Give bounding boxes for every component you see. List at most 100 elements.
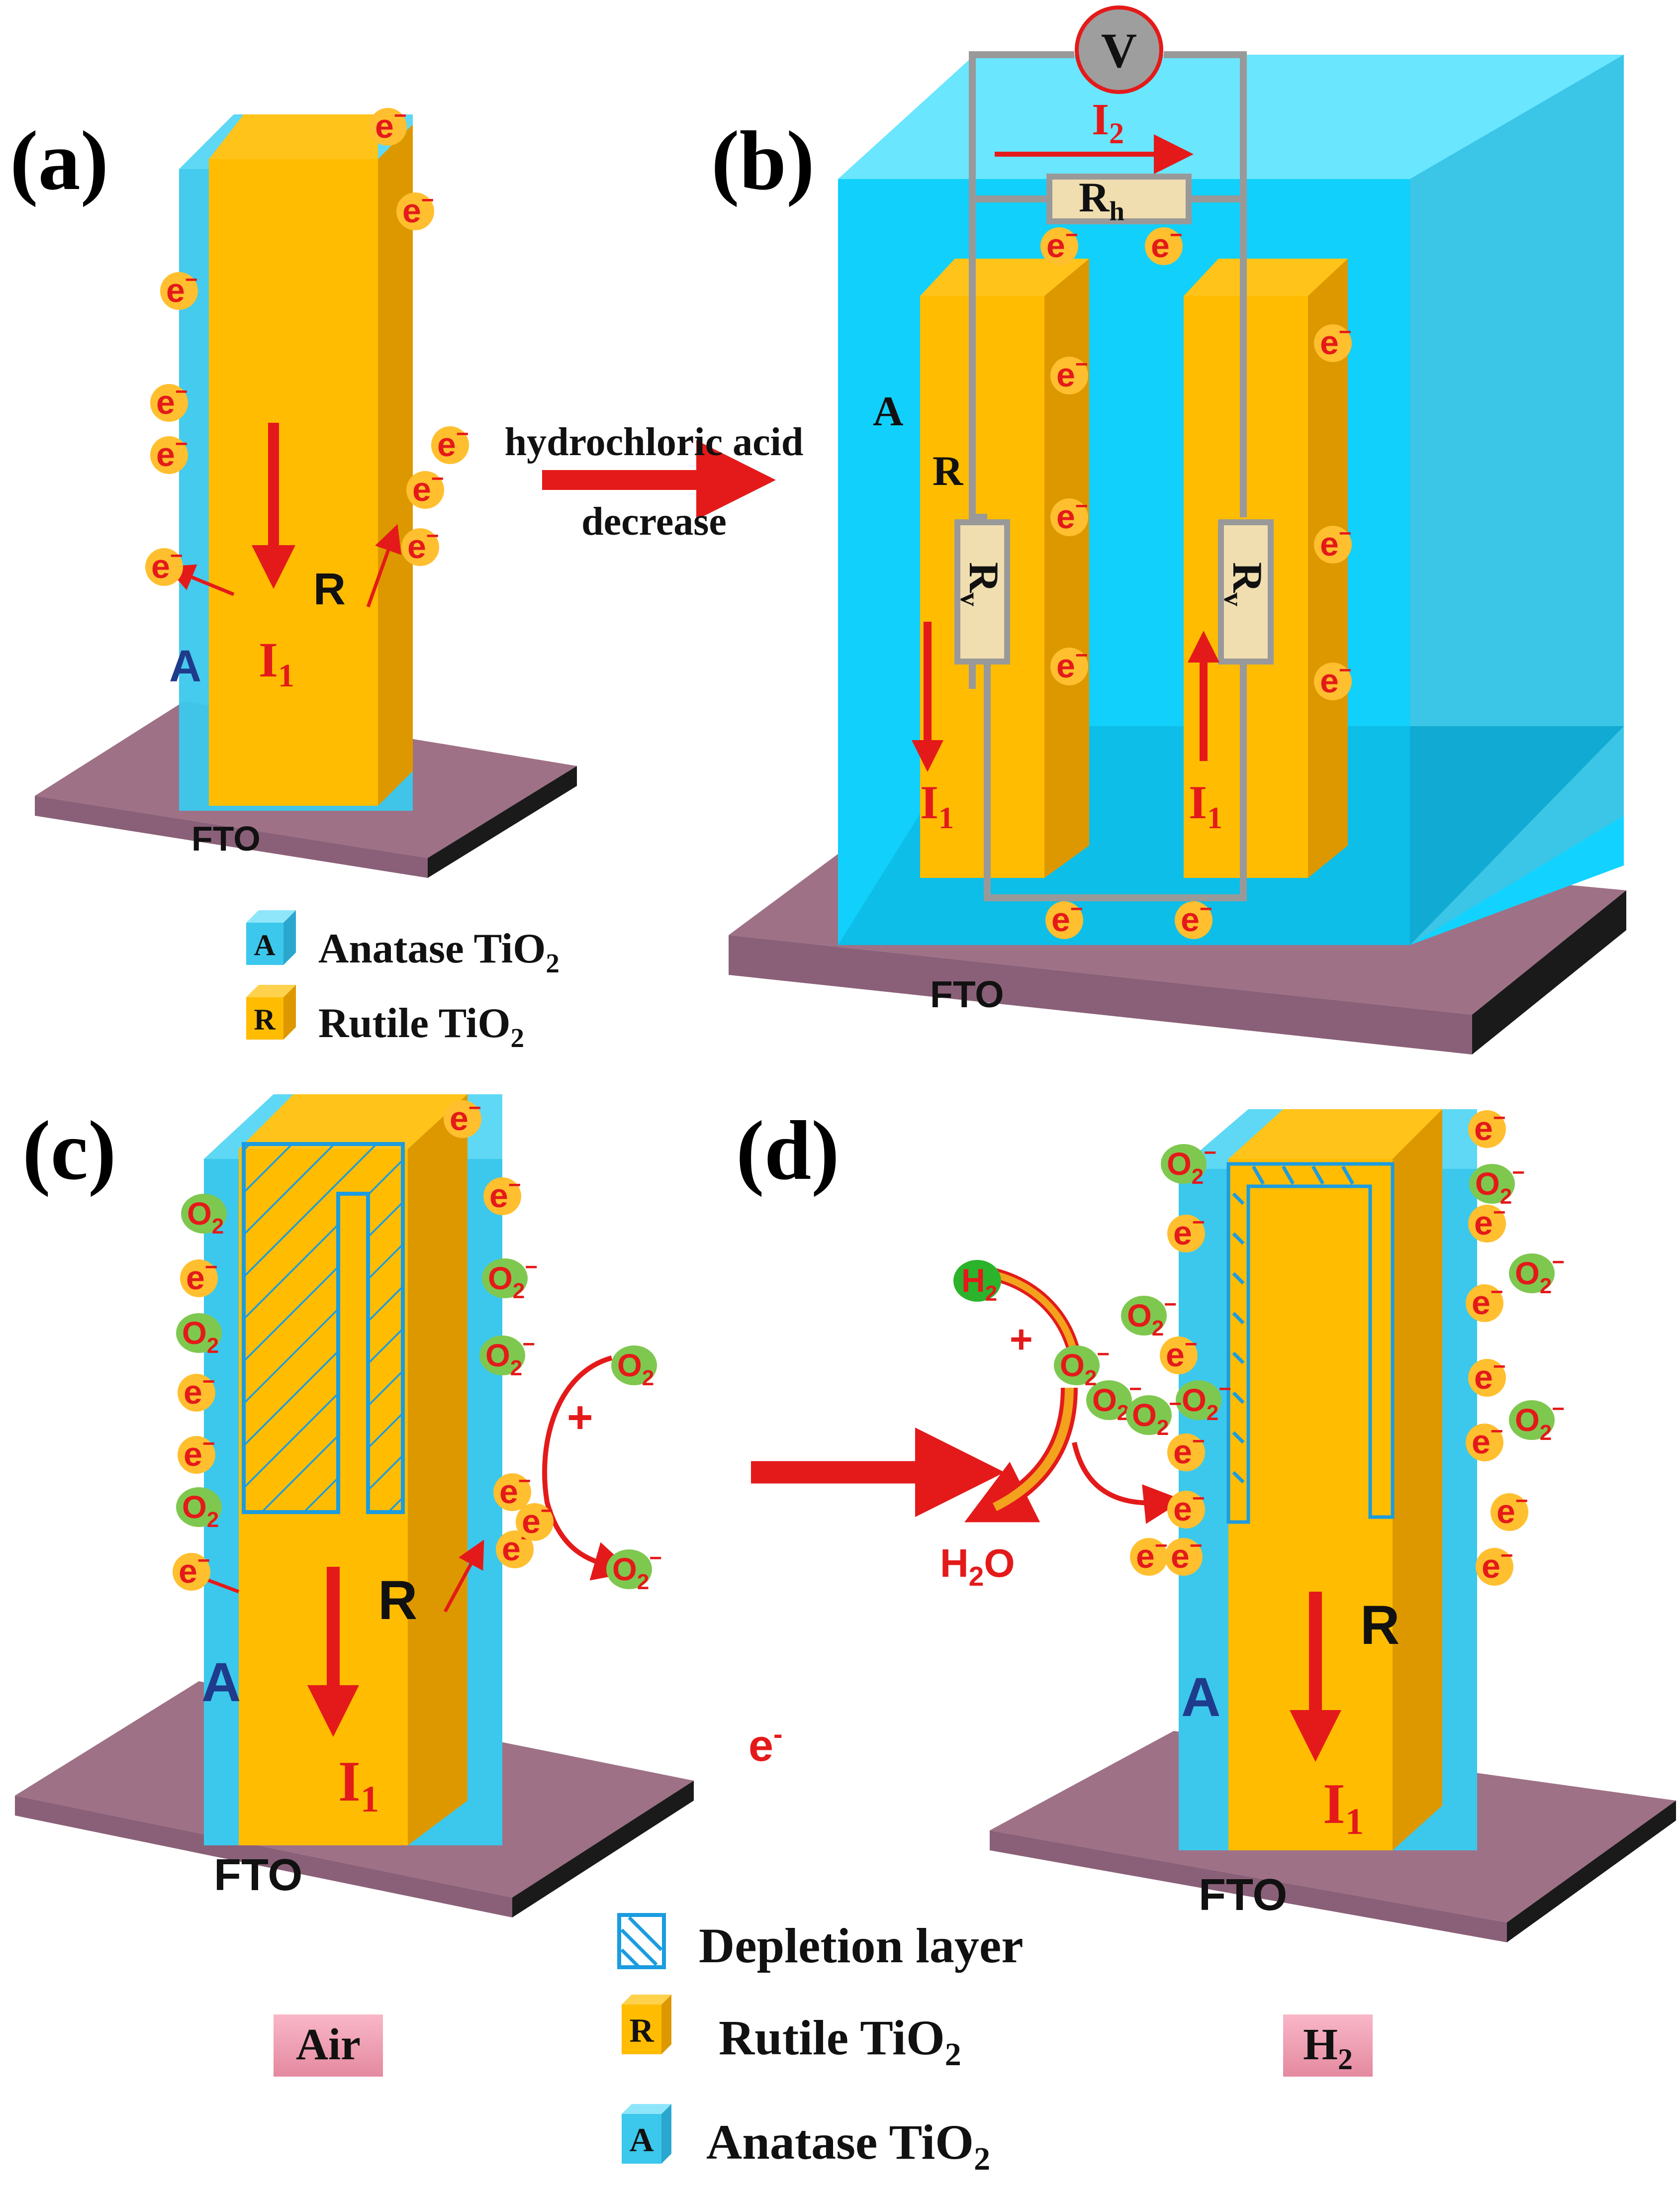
electron-marker: e−: [1130, 1533, 1168, 1576]
svg-text:O2−: O2−: [485, 1332, 535, 1380]
rutile-rod-a-top: [209, 114, 378, 159]
resistor-rh: Rh: [1046, 174, 1192, 226]
electron-marker: e−: [401, 524, 439, 566]
electron-marker: e−: [1468, 1354, 1506, 1397]
water-label: H2O: [940, 1541, 1015, 1592]
substrate-label-c: FTO: [214, 1850, 302, 1900]
svg-text:e−: e−: [166, 268, 198, 309]
fto-substrate-b-front: [729, 935, 1472, 1054]
svg-text:e−: e−: [450, 1096, 481, 1138]
electron-marker: e−: [406, 467, 444, 509]
legend-rutile-swatch-bottom: R: [622, 1995, 671, 2054]
panel-d: (d) A R I1 + H2O FTO: [736, 1104, 1676, 1942]
rutile-letter-c: R: [378, 1570, 417, 1631]
electron-marker: e−: [1476, 1543, 1513, 1586]
svg-text:e−: e−: [184, 1432, 215, 1473]
resistor-rv-right: Rv: [1218, 519, 1274, 665]
rutile-rod-d-side: [1393, 1109, 1442, 1850]
panel-label-d: (d): [736, 1104, 840, 1197]
electron-marker: e−: [483, 1173, 521, 1215]
electron-marker: e−: [493, 1469, 531, 1511]
svg-text:e−: e−: [1056, 352, 1088, 394]
svg-text:e−: e−: [184, 1369, 215, 1411]
svg-text:Air: Air: [296, 2020, 361, 2069]
oxygen-ion-marker: O2−: [1121, 1292, 1177, 1340]
voltmeter: V: [1075, 5, 1163, 94]
fto-substrate-c-front: [15, 1796, 512, 1917]
oxygen-molecule-marker: O2: [176, 1313, 222, 1358]
current-label-b-left: I1: [920, 776, 954, 835]
electron-marker: e−: [1145, 223, 1183, 265]
svg-text:e−: e−: [489, 1173, 521, 1215]
svg-text:O2−: O2−: [1060, 1342, 1110, 1390]
transition-arrow-ab: hydrochloric acid decrease: [505, 420, 804, 544]
electron-marker: e−: [1314, 521, 1352, 564]
electron-marker: e−: [180, 1255, 218, 1297]
electron-marker: e−: [444, 1096, 481, 1138]
electron-marker: e−: [1491, 1489, 1528, 1531]
svg-text:R: R: [254, 1003, 276, 1036]
rutile-rod-b2-side: [1308, 259, 1348, 878]
depletion-layer-d: [1226, 1162, 1395, 1524]
svg-text:e−: e−: [437, 422, 469, 464]
electron-transfer-arrow-a-right: [366, 524, 401, 608]
fto-substrate-d-side: [1507, 1801, 1676, 1942]
electron-marker: e−: [1314, 320, 1352, 362]
svg-text:e−: e−: [1474, 1106, 1506, 1147]
panel-b: V I2 Rh Rv Rv I1 I1 (b) A R FTO: [711, 5, 1626, 1054]
svg-text:e−: e−: [1136, 1533, 1168, 1575]
svg-text:e−: e−: [1173, 1210, 1205, 1252]
svg-text:Rv: Rv: [955, 562, 1007, 606]
svg-text:Rh: Rh: [1079, 174, 1124, 226]
electron-marker: e−: [1468, 1200, 1506, 1242]
electron-marker: e−: [1468, 1106, 1506, 1148]
svg-text:O2−: O2−: [1182, 1377, 1231, 1425]
transition-line1: hydrochloric acid: [505, 420, 804, 464]
oxygen-molecule-marker: O2: [181, 1194, 227, 1239]
electron-marker: e−: [178, 1369, 215, 1412]
plus-sign-c: +: [567, 1393, 593, 1442]
svg-text:O2−: O2−: [1167, 1141, 1216, 1189]
svg-text:e−: e−: [1171, 1533, 1203, 1575]
anatase-letter-b: A: [873, 388, 903, 435]
svg-text:e−: e−: [499, 1469, 531, 1511]
substrate-label-a: FTO: [191, 819, 261, 858]
electron-marker: e−: [516, 1499, 554, 1541]
svg-text:e−: e−: [1496, 1489, 1528, 1530]
electrolyte-box-side: [1410, 55, 1624, 945]
rutile-letter-d: R: [1360, 1595, 1400, 1656]
svg-text:R: R: [629, 2011, 654, 2049]
anatase-letter-a: A: [169, 642, 201, 691]
electrolyte-box-top: [838, 55, 1624, 179]
svg-text:e−: e−: [1173, 1429, 1205, 1471]
svg-text:e−: e−: [522, 1499, 554, 1540]
rutile-rod-a-side: [378, 124, 413, 806]
rutile-rod-b1-top: [920, 259, 1089, 296]
panel-label-b: (b): [711, 114, 815, 207]
electron-marker: e−: [150, 432, 188, 474]
oxygen-ion-marker: O2−: [1054, 1342, 1110, 1390]
svg-text:e−: e−: [1046, 223, 1078, 265]
svg-text:O2−: O2−: [1515, 1397, 1565, 1445]
svg-text:e−: e−: [1173, 1486, 1205, 1528]
electron-marker: e−: [1050, 352, 1088, 394]
oxygen-ion-marker: O2−: [1161, 1141, 1216, 1189]
hydrogen-molecule-marker: H2: [953, 1260, 1001, 1306]
svg-text:V: V: [1101, 23, 1137, 78]
svg-text:A: A: [254, 929, 275, 961]
svg-text:e−: e−: [1051, 897, 1083, 939]
svg-text:e−: e−: [1482, 1543, 1513, 1585]
legend-anatase-swatch: A: [246, 910, 296, 965]
resistor-rv-left: Rv: [954, 519, 1010, 665]
svg-text:O2−: O2−: [1475, 1160, 1525, 1209]
depletion-layer-c: [242, 1142, 405, 1514]
legend-anatase-text: Anatase TiO2: [318, 925, 560, 978]
stray-electron: e-: [748, 1719, 782, 1771]
electron-marker: e−: [396, 188, 434, 230]
oxygen-ion-marker: O2−: [1086, 1377, 1142, 1425]
legend-anatase-text-bottom: Anatase TiO2: [706, 2114, 990, 2177]
svg-text:e−: e−: [412, 467, 444, 508]
electron-marker: e−: [145, 544, 183, 586]
svg-text:O2−: O2−: [1515, 1250, 1565, 1298]
